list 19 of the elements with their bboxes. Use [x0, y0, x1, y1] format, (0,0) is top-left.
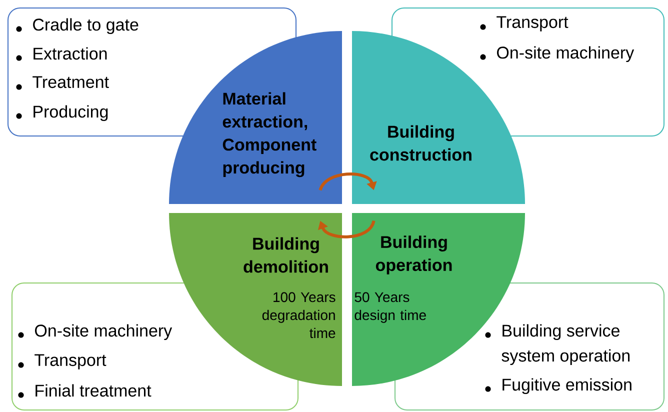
duration-note: 100 Years degradation time	[262, 292, 336, 338]
bullet-item: Transport	[18, 354, 106, 370]
quadrant-title: Building operation	[376, 236, 452, 274]
bullet-item: Building service system operation	[485, 324, 630, 366]
bullet-item: Extraction	[16, 47, 107, 61]
bullet-item: Finial treatment	[18, 384, 152, 398]
curved-arrow	[318, 172, 377, 191]
bullet-item: Fugitive emission	[485, 378, 632, 394]
quadrant-title: Building demolition	[244, 237, 328, 273]
bullet-item: Transport	[480, 16, 568, 32]
curved-arrow	[318, 220, 376, 238]
bullet-item: Cradle to gate	[16, 18, 138, 34]
bullet-item: Producing	[16, 105, 108, 122]
bullet-item: On-site machinery	[480, 46, 634, 62]
quadrant-title: Building construction	[370, 125, 472, 161]
bullet-item: On-site machinery	[18, 324, 172, 340]
bullet-item: Treatment	[16, 76, 109, 90]
quadrant-title: Material extraction, Component producing	[222, 92, 316, 178]
duration-note: 50 Years design time	[354, 292, 426, 323]
